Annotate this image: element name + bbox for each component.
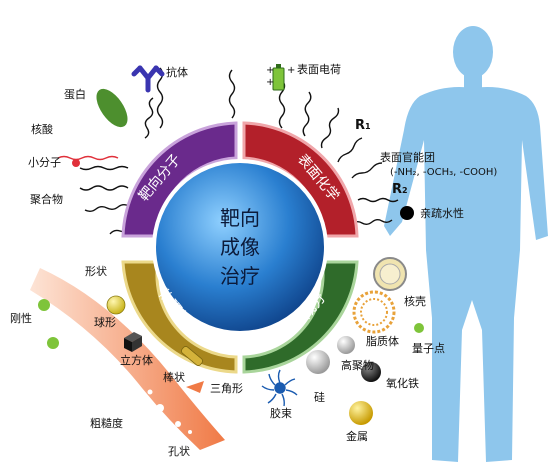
center-line-1: 靶向: [220, 206, 260, 230]
label-protein: 蛋白: [64, 88, 86, 101]
human-body-icon: [384, 26, 548, 462]
label-rigidity: 刚性: [10, 312, 32, 325]
quadrant-composition-shape: [242, 260, 359, 374]
micelle-icon: [261, 369, 298, 407]
battery-icon: + + +: [266, 64, 295, 91]
rigidity-ball-2-icon: [47, 337, 59, 349]
center-line-2: 成像: [220, 235, 260, 259]
label-r1: R1: [355, 118, 371, 133]
label-small-molecule: 小分子: [28, 156, 61, 169]
triangle-icon: [186, 381, 204, 393]
label-iron-oxide: 氧化铁: [386, 377, 419, 390]
center-circle: [152, 159, 328, 335]
quadrant-physical-shape: [121, 260, 238, 374]
liposome-icon: [352, 290, 396, 334]
roughness-band-shape: [30, 268, 225, 450]
quadrant-ring: [121, 121, 359, 374]
protein-icon: [96, 88, 128, 128]
label-functional-group: 表面官能团: [380, 151, 435, 164]
label-silicon: 硅: [314, 391, 325, 404]
label-metal: 金属: [346, 430, 368, 443]
label-core-shell: 核壳: [404, 295, 426, 308]
rod-icon: [181, 346, 203, 366]
label-hydrophobicity: 亲疏水性: [420, 207, 464, 220]
label-quantum-dot: 量子点: [412, 342, 445, 355]
quadrant-surface-shape: [242, 121, 359, 238]
hydrophobic-ball-icon: [400, 206, 414, 220]
label-surface-charge: 表面电荷: [297, 63, 341, 76]
label-porous: 孔状: [168, 445, 190, 458]
label-rod: 棒状: [163, 371, 185, 384]
metal-icon: [349, 401, 373, 425]
polymer-icon: [337, 336, 355, 354]
label-r2: R2: [392, 182, 408, 197]
label-antibody: 抗体: [166, 66, 188, 79]
iron-oxide-icon: [361, 362, 381, 382]
label-polymer-composition: 高聚物: [341, 359, 374, 372]
label-triangle: 三角形: [210, 382, 243, 395]
label-shape: 形状: [85, 265, 107, 278]
cube-icon: [124, 332, 142, 352]
label-nucleic-acid: 核酸: [31, 123, 53, 136]
quantum-dot-icon: [414, 323, 424, 333]
label-cube: 立方体: [120, 354, 153, 367]
svg-text:+: +: [287, 65, 295, 76]
label-roughness: 粗糙度: [90, 417, 123, 430]
label-polymer: 聚合物: [30, 193, 63, 206]
svg-text:+: +: [266, 65, 274, 76]
sphere-icon: [106, 295, 126, 315]
label-sphere: 球形: [94, 316, 116, 329]
antibody-icon: [131, 65, 165, 93]
label-liposome: 脂质体: [366, 335, 399, 348]
svg-text:+: +: [266, 77, 274, 88]
center-line-3: 治疗: [220, 264, 260, 288]
rigidity-ball-1-icon: [38, 299, 50, 311]
label-micelle: 胶束: [270, 407, 292, 420]
small-molecule-icon: [72, 159, 80, 167]
silicon-icon: [306, 350, 330, 374]
label-functional-group-formula: (-NH₂, -OCH₃, -COOH): [390, 167, 498, 178]
